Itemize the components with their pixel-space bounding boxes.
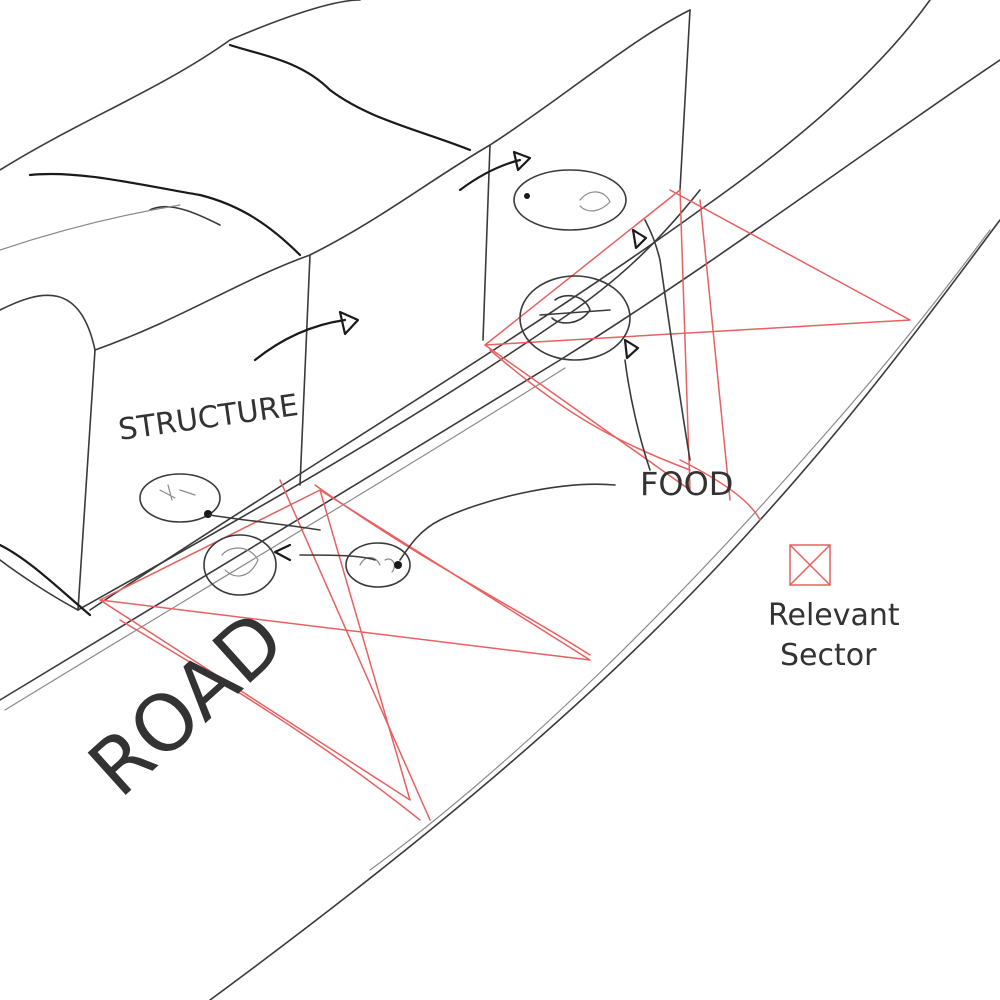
road-shoulder-line — [89, 0, 931, 611]
sector-front-5 — [314, 484, 591, 656]
food-leader-2 — [624, 359, 651, 471]
arrow-head-1 — [338, 310, 360, 336]
structure-top-crease-3 — [149, 205, 221, 226]
structure-left-base — [0, 543, 92, 617]
sector-front-4 — [119, 619, 421, 821]
road-outer-edge — [209, 219, 1000, 1000]
arrow-head-3 — [631, 228, 648, 250]
item-dot-4 — [524, 193, 530, 199]
legend-label-line1: Relevant — [768, 598, 900, 633]
arrow-shaft-1 — [253, 318, 347, 362]
structure-top-back-edge — [0, 0, 361, 171]
item-sketch-3 — [359, 556, 396, 573]
item-dot-1 — [204, 510, 212, 518]
sector-back-4 — [679, 459, 761, 521]
item-circle-3 — [345, 542, 411, 588]
sector-front-1 — [99, 489, 411, 801]
item-circle-5 — [519, 275, 631, 361]
item-sketch-2 — [221, 547, 259, 577]
food-leader-1 — [399, 483, 616, 561]
food-label: FOOD — [640, 465, 733, 503]
arrow-head-4 — [623, 338, 640, 360]
arrow-head-2 — [512, 150, 532, 172]
food-leader-5 — [299, 554, 376, 561]
sector-back-2 — [484, 189, 911, 346]
structure-top-hatch — [0, 204, 181, 251]
arrow-head-5 — [273, 543, 292, 562]
food-leader-4 — [209, 514, 321, 531]
structure-top-crease-2 — [28, 172, 302, 257]
structure-edge-mid-2 — [482, 144, 491, 341]
structure-top-left — [0, 294, 96, 351]
item-sketch-5 — [539, 294, 611, 324]
structure-edge-mid — [299, 254, 311, 486]
road-label: ROAD — [72, 595, 301, 814]
structure-left-base-2 — [0, 559, 79, 611]
sector-back-3 — [699, 199, 731, 501]
food-leaders — [209, 219, 691, 561]
item-sketch-4 — [579, 191, 611, 212]
item-sketch-1 — [159, 484, 196, 501]
structure-top-front-edge — [94, 9, 691, 351]
legend-swatch — [789, 544, 831, 586]
structure-edge-front — [77, 349, 96, 611]
legend-label-line2: Sector — [780, 638, 877, 673]
food-leader-3 — [644, 219, 691, 461]
crossed-square-cross — [789, 544, 831, 586]
items — [139, 169, 648, 596]
item-circle-2 — [203, 534, 277, 596]
structure-top-crease-1 — [228, 43, 472, 152]
structure-box — [0, 0, 701, 617]
item-dot-3 — [394, 561, 402, 569]
road-inner-edge — [0, 59, 1000, 701]
arrow-shaft-2 — [458, 158, 522, 192]
road-inner-edge-sketch — [4, 367, 566, 711]
sector-back-1 — [484, 189, 691, 491]
structure-bottom-edge — [77, 189, 701, 611]
structure-label: STRUCTURE — [116, 388, 300, 448]
crossed-square-icon — [789, 544, 831, 586]
sector-back-5 — [489, 349, 691, 471]
item-circle-1 — [139, 473, 221, 523]
sector-front-3 — [279, 479, 431, 821]
road-outer-edge-sketch — [369, 229, 991, 871]
structure-edge-back — [679, 9, 691, 191]
item-circle-4 — [513, 169, 627, 231]
relevant-sectors — [99, 189, 911, 821]
